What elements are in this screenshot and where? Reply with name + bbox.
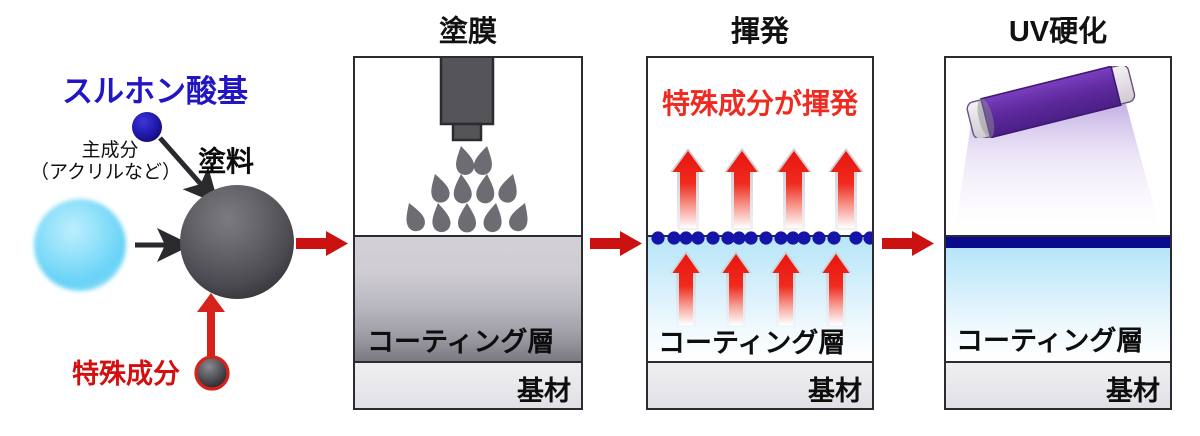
main-component-line1: 主成分 bbox=[81, 140, 139, 161]
uv-light-beam bbox=[954, 104, 1162, 236]
flow-arrow-1 bbox=[296, 231, 348, 256]
uv-lamp-icon bbox=[966, 66, 1136, 138]
substrate-label: 基材 bbox=[808, 376, 862, 406]
substrate-layer: 基材 bbox=[946, 361, 1170, 408]
coating-layer-label: コーティング層 bbox=[367, 327, 555, 357]
sulfonic-dot-row bbox=[651, 231, 872, 245]
coating-layer-label: コーティング層 bbox=[658, 328, 846, 358]
paint-label: 塗料 bbox=[198, 146, 255, 177]
coating-layer-label: コーティング層 bbox=[956, 326, 1144, 356]
evaporation-arrows-inside bbox=[670, 251, 852, 327]
mix-arrow bbox=[135, 228, 192, 262]
cured-surface-layer bbox=[946, 235, 1170, 250]
main-component-label: 主成分 （アクリルなど） bbox=[30, 140, 181, 185]
panel-title-evaporation: 揮発 bbox=[730, 16, 789, 48]
spray-nozzle-icon bbox=[439, 58, 495, 142]
panel-title-uv-curing: UV硬化 bbox=[1008, 16, 1108, 48]
substrate-label: 基材 bbox=[517, 376, 571, 406]
special-component-dot bbox=[194, 355, 230, 391]
substrate-layer: 基材 bbox=[648, 361, 872, 408]
uv-curing-panel: コーティング層 基材 bbox=[944, 56, 1172, 410]
special-to-paint-arrow bbox=[197, 293, 225, 362]
panel-title-coating-film: 塗膜 bbox=[438, 16, 497, 48]
evaporation-callout: 特殊成分が揮発 bbox=[661, 88, 858, 119]
coating-layer-blue: コーティング層 bbox=[946, 248, 1170, 361]
spray-droplets bbox=[400, 146, 534, 234]
coating-layer-gray: コーティング層 bbox=[355, 235, 581, 363]
coating-layer-blue: コーティング層 bbox=[648, 231, 872, 363]
substrate-layer: 基材 bbox=[355, 361, 581, 408]
substrate-label: 基材 bbox=[1106, 376, 1160, 406]
evaporation-arrows-above bbox=[670, 148, 864, 230]
paint-sphere bbox=[180, 185, 294, 299]
sulfonic-to-paint-arrow bbox=[158, 136, 219, 205]
coating-film-panel: コーティング層 基材 bbox=[353, 56, 583, 410]
sulfonic-acid-group-dot bbox=[132, 112, 162, 142]
flow-arrow-3 bbox=[882, 231, 934, 256]
sulfonic-acid-label: スルホン酸基 bbox=[62, 74, 248, 109]
special-component-label: 特殊成分 bbox=[72, 359, 180, 389]
main-component-line2: （アクリルなど） bbox=[30, 162, 182, 184]
flow-arrow-2 bbox=[590, 231, 642, 256]
evaporation-panel: 特殊成分が揮発 bbox=[646, 56, 874, 410]
main-component-sphere bbox=[34, 199, 126, 291]
ingredients-panel: スルホン酸基 主成分 （アクリルなど） bbox=[0, 0, 350, 436]
